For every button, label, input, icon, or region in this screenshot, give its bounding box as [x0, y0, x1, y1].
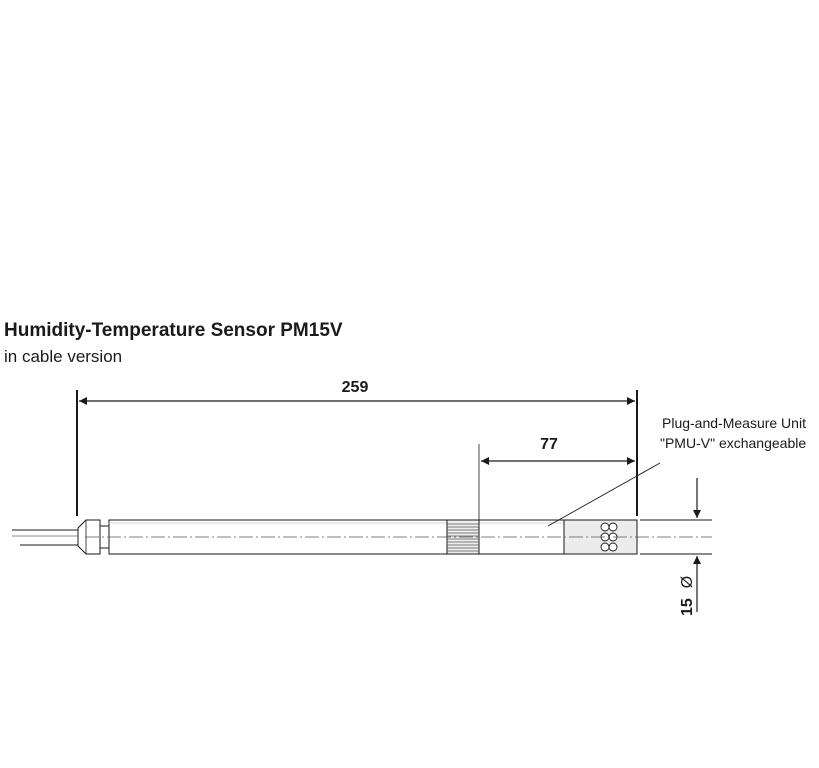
- callout-line2: "PMU-V" exchangeable: [660, 435, 806, 451]
- diameter-value: 15: [679, 598, 696, 616]
- unit-length-label: 77: [540, 436, 558, 453]
- diameter-symbol: Ø: [679, 576, 696, 588]
- overall-length-dimension: 259: [76, 379, 638, 516]
- diameter-dimension: 15 Ø: [640, 478, 712, 616]
- callout-line1: Plug-and-Measure Unit: [662, 415, 806, 431]
- diagram-title: Humidity-Temperature Sensor PM15V: [4, 320, 343, 341]
- callout-leader: [547, 462, 661, 527]
- diagram-subtitle: in cable version: [4, 347, 123, 366]
- overall-length-label: 259: [342, 379, 369, 396]
- unit-length-dimension: 77: [478, 436, 635, 520]
- diameter-label: 15 Ø: [679, 576, 696, 616]
- sensor-cable: [12, 529, 78, 546]
